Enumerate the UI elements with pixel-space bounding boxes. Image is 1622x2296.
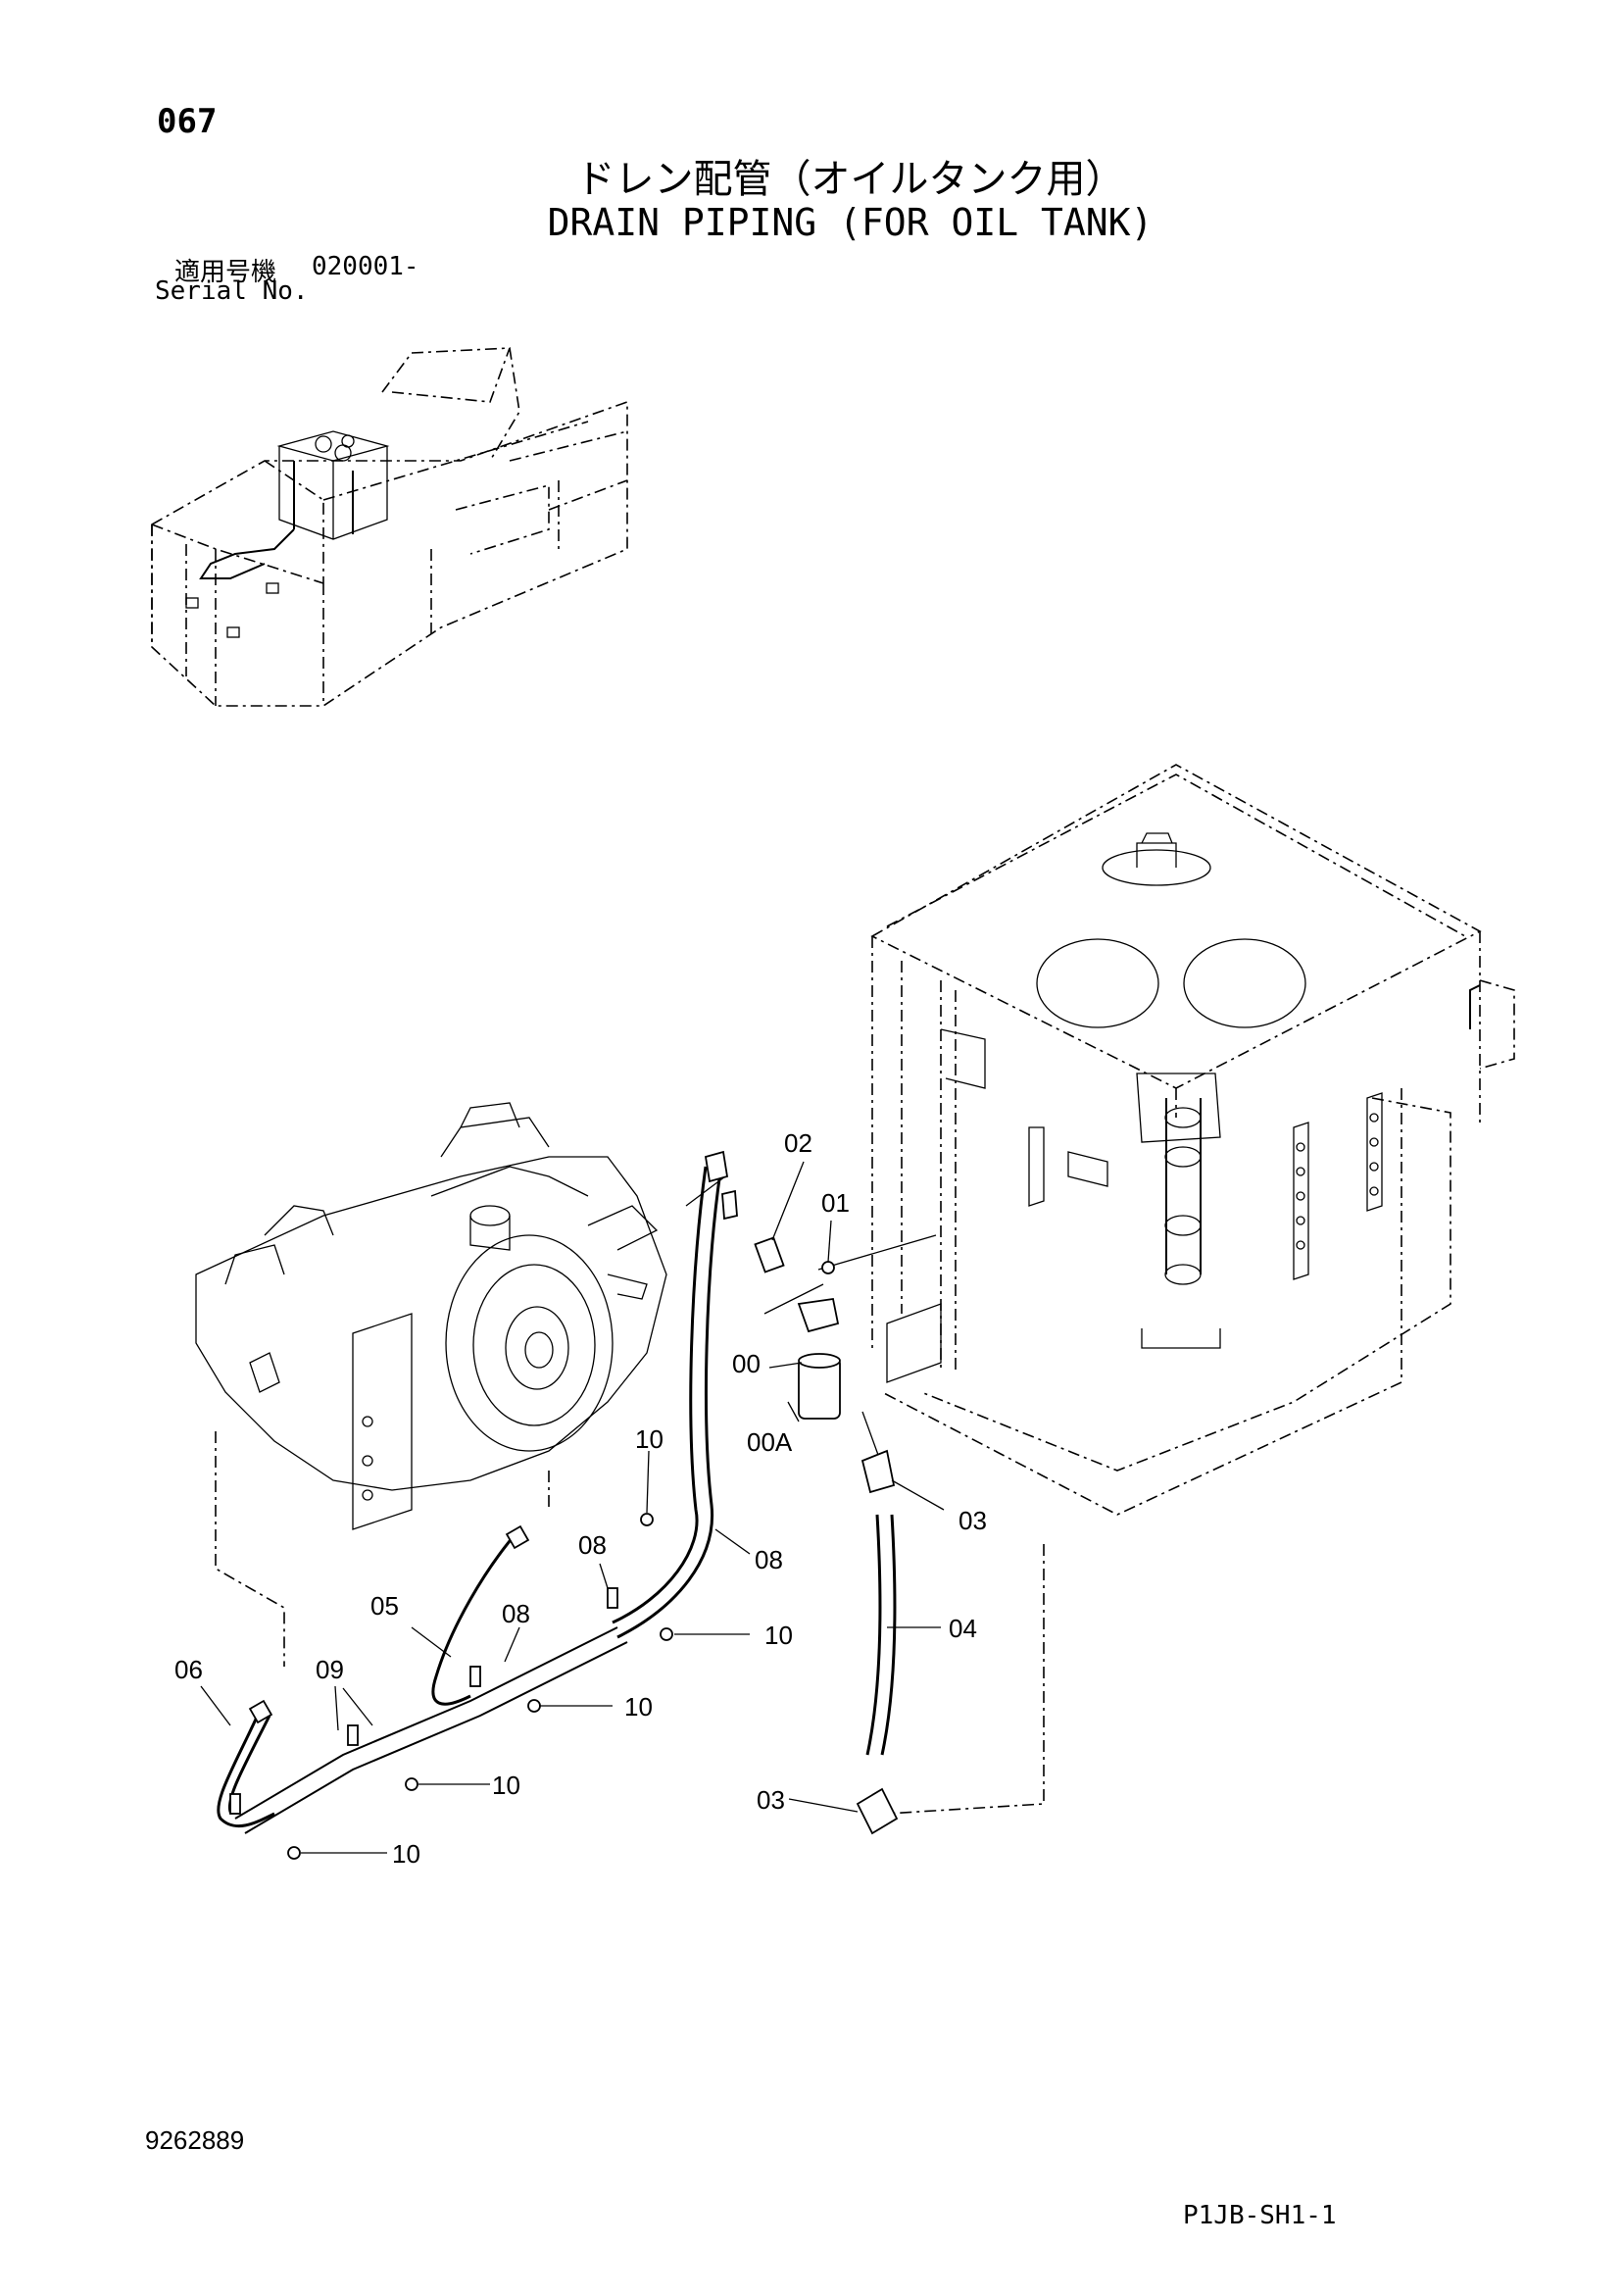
hydraulic-oil-tank xyxy=(870,764,1515,1516)
callout-10: 10 xyxy=(635,1424,664,1454)
machine-overview-illustration xyxy=(151,347,628,707)
title-japanese: ドレン配管（オイルタンク用） xyxy=(575,157,1125,202)
serial-label-japanese: 適用号機 xyxy=(174,258,277,287)
callout-06: 06 xyxy=(174,1655,203,1684)
callout-01: 01 xyxy=(821,1188,850,1218)
callout-05: 05 xyxy=(370,1591,399,1621)
callout-10: 10 xyxy=(624,1692,653,1722)
callout-00A: 00A xyxy=(747,1427,793,1457)
callout-10: 10 xyxy=(392,1839,420,1869)
callout-00: 00 xyxy=(732,1349,761,1378)
callout-10: 10 xyxy=(492,1771,520,1800)
part-callouts: 02 01 00 10 00A 03 08 08 05 08 04 10 06 … xyxy=(174,1128,987,1869)
title-english: DRAIN PIPING (FOR OIL TANK) xyxy=(547,201,1154,244)
drain-hoses xyxy=(217,1166,937,1834)
drawing-number: 9262889 xyxy=(145,2125,245,2155)
hydraulic-pump xyxy=(195,1102,667,1530)
sheet-code: P1JB-SH1-1 xyxy=(1183,2201,1337,2230)
fittings xyxy=(229,1150,899,1860)
callout-09: 09 xyxy=(316,1655,344,1684)
callout-03: 03 xyxy=(757,1785,785,1815)
callout-08: 08 xyxy=(502,1599,530,1628)
leader-lines xyxy=(200,1161,945,1854)
serial-label-english: Serial No. xyxy=(155,276,309,306)
callout-08: 08 xyxy=(578,1530,607,1560)
serial-number-value: 020001- xyxy=(312,252,419,281)
callout-03: 03 xyxy=(958,1506,987,1535)
callout-08: 08 xyxy=(755,1545,783,1574)
callout-02: 02 xyxy=(784,1128,812,1158)
callout-10: 10 xyxy=(764,1621,793,1650)
page-number: 067 xyxy=(157,102,218,141)
callout-04: 04 xyxy=(949,1614,977,1643)
